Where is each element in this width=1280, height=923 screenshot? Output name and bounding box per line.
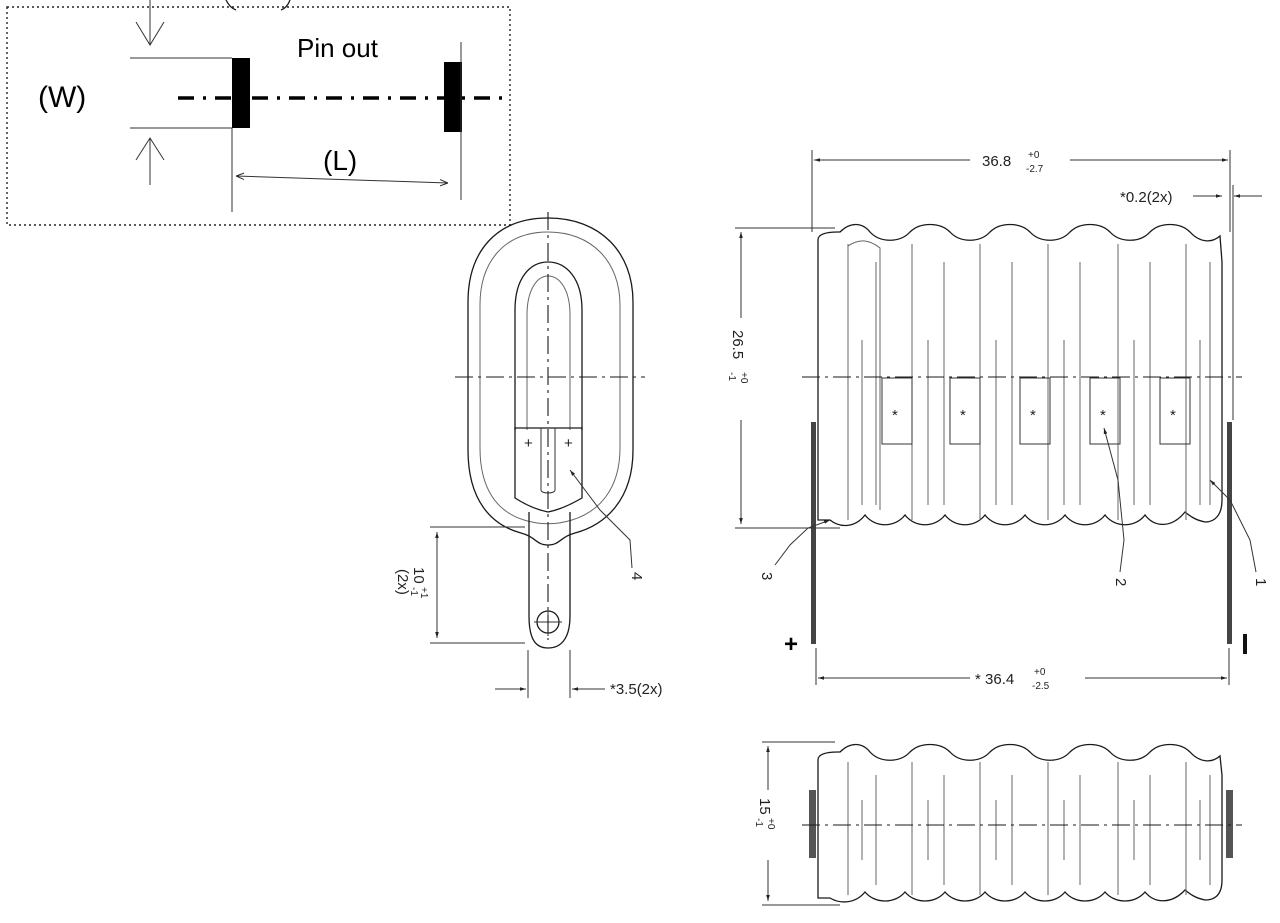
plate-mark-right: + bbox=[564, 435, 573, 452]
offset-label: *0.2(2x) bbox=[1120, 189, 1173, 206]
cell-box-2 bbox=[949, 377, 981, 445]
pin-left bbox=[232, 58, 250, 128]
bottom-cell-lines bbox=[847, 762, 1211, 895]
bottom-view: 15 +0 -1 bbox=[753, 741, 1242, 906]
cell-mark-1: * bbox=[892, 407, 898, 424]
front-view: 36.8 +0 -2.7 *0.2(2x) bbox=[726, 150, 1269, 692]
inner-loop-outer bbox=[514, 261, 583, 430]
truncated-paren-left bbox=[225, 0, 237, 11]
side-view: + + 10 +1 -1 (2x) *3.5(2x) 4 bbox=[394, 212, 663, 698]
minus-sign: - bbox=[1240, 649, 1241, 651]
width-label: (W) bbox=[38, 81, 86, 114]
bottom-terminal-right bbox=[1226, 790, 1233, 858]
pinout-box: Pin out (W) (L) bbox=[6, 0, 511, 226]
callout-4-leader bbox=[569, 469, 633, 569]
front-length-top-tol-minus: -2.7 bbox=[1026, 164, 1044, 175]
lead-tab bbox=[528, 512, 571, 649]
callout-1: 1 bbox=[1252, 578, 1269, 586]
cell-dividers bbox=[847, 244, 1211, 520]
front-length-top-tol-plus: +0 bbox=[1028, 150, 1040, 161]
length-arrow bbox=[236, 176, 448, 183]
front-length-bottom-value: * 36.4 bbox=[975, 671, 1014, 688]
top-arrow-head bbox=[135, 21, 165, 46]
pinout-title: Pin out bbox=[297, 33, 379, 63]
cell-box-4 bbox=[1089, 377, 1121, 445]
lead-length-tol-plus: +1 bbox=[418, 587, 429, 599]
lead-length-note: (2x) bbox=[394, 569, 411, 595]
cell-inner-lines bbox=[861, 340, 1201, 505]
callout-4: 4 bbox=[628, 572, 645, 580]
front-length-bottom-tol-minus: -2.5 bbox=[1032, 681, 1050, 692]
height-value: 26.5 bbox=[729, 330, 746, 359]
cell-box-3 bbox=[1019, 377, 1051, 445]
length-label: (L) bbox=[323, 145, 357, 176]
callout-3: 3 bbox=[758, 572, 775, 580]
cell-mark-4: * bbox=[1100, 407, 1106, 424]
lead-length-tol-minus: -1 bbox=[408, 587, 419, 596]
terminal-plate bbox=[514, 427, 583, 513]
cell-mark-2: * bbox=[960, 407, 966, 424]
truncated-paren-right bbox=[280, 0, 291, 11]
cell-mark-5: * bbox=[1170, 407, 1176, 424]
callout-2-leader bbox=[1103, 427, 1125, 573]
height-tol-minus: -1 bbox=[726, 372, 737, 381]
minus-sign-mark bbox=[1243, 634, 1247, 654]
inner-oval bbox=[479, 231, 621, 525]
lead-length-value: 10 bbox=[410, 567, 427, 584]
outer-oval bbox=[467, 217, 634, 546]
plate-mark-left: + bbox=[524, 435, 533, 452]
cell-box-5 bbox=[1159, 377, 1191, 445]
thickness-tol-plus: +0 bbox=[765, 818, 776, 830]
front-length-bottom-label: * 36.4 +0 -2.5 bbox=[975, 667, 1050, 692]
callout-1-leader bbox=[1209, 479, 1257, 573]
front-body-inner-edge bbox=[847, 240, 881, 510]
lead-length-label: 10 +1 -1 (2x) bbox=[394, 567, 429, 599]
thickness-label: 15 +0 -1 bbox=[753, 798, 776, 830]
height-label: 26.5 +0 -1 bbox=[726, 330, 749, 384]
thickness-value: 15 bbox=[756, 798, 773, 815]
cell-box-1 bbox=[881, 377, 913, 445]
cell-mark-3: * bbox=[1030, 407, 1036, 424]
thickness-tol-minus: -1 bbox=[753, 818, 764, 827]
callout-2: 2 bbox=[1112, 578, 1129, 586]
terminal-minus bbox=[1227, 422, 1232, 644]
lead-width-label: *3.5(2x) bbox=[610, 681, 663, 698]
callout-3-leader bbox=[774, 519, 831, 566]
plus-sign: + bbox=[784, 631, 798, 658]
front-length-bottom-tol-plus: +0 bbox=[1034, 667, 1046, 678]
front-body-outline bbox=[817, 223, 1223, 527]
front-length-top-value: 36.8 bbox=[982, 153, 1011, 170]
height-tol-plus: +0 bbox=[738, 372, 749, 384]
pinout-frame bbox=[6, 6, 511, 226]
terminal-plus bbox=[811, 422, 816, 644]
front-length-top-label: 36.8 +0 -2.7 bbox=[982, 150, 1044, 175]
bottom-arrow-head bbox=[135, 137, 165, 161]
cell-label-boxes: * * * * * bbox=[881, 377, 1191, 445]
bottom-terminal-left bbox=[809, 790, 816, 858]
bottom-body-outline bbox=[817, 743, 1223, 903]
